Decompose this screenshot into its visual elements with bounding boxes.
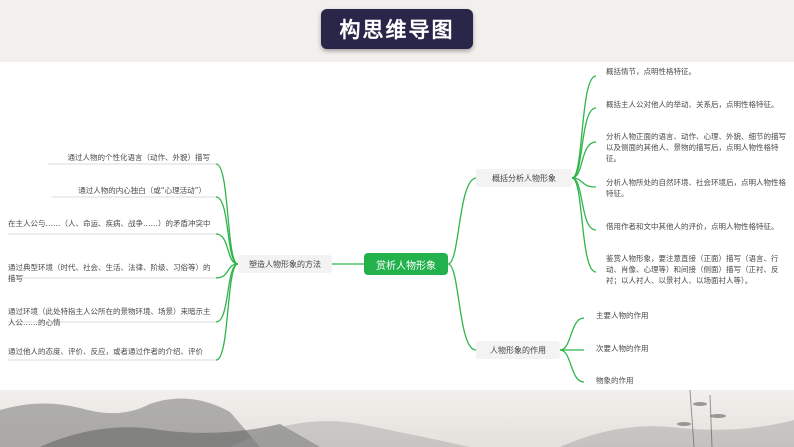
connector-left-1 xyxy=(215,163,239,265)
connector-rt-1 xyxy=(571,75,597,179)
left-item-6[interactable]: 通过他人的态度、评价、反应，或者通过作者的介绍、评价 xyxy=(8,347,203,356)
connector-left-6 xyxy=(215,263,239,361)
connector-rt-3 xyxy=(571,141,597,179)
ink-landscape-decoration xyxy=(0,390,794,447)
connector-center-right-bottom xyxy=(447,263,477,351)
rt-item-4[interactable]: 分析人物所处的自然环境、社会环境后，点明人物性格特征。 xyxy=(606,178,786,198)
center-node[interactable]: 赏析人物形象 xyxy=(364,253,448,275)
rt-item-5[interactable]: 借用作者和文中其他人的评价，点明人物性格特征。 xyxy=(606,222,779,231)
connector-rb-3 xyxy=(559,349,585,383)
left-item-2[interactable]: 通过人物的内心独白（或“心理活动”） xyxy=(78,186,206,195)
rb-item-3[interactable]: 物象的作用 xyxy=(596,376,634,385)
branch-methods[interactable]: 塑造人物形象的方法 xyxy=(238,255,332,273)
branch-role[interactable]: 人物形象的作用 xyxy=(476,341,560,359)
rt-item-3[interactable]: 分析人物正面的语言、动作、心理、外貌、细节的描写以及侧面的其他人、景物的描写后，… xyxy=(606,132,786,163)
left-item-5[interactable]: 通过环境（此处特指主人公所在的景物环境、场景）来暗示主人公……的心情 xyxy=(8,307,211,327)
rb-item-1[interactable]: 主要人物的作用 xyxy=(596,311,649,320)
mindmap-sheet xyxy=(0,62,794,390)
left-item-4[interactable]: 通过典型环境（时代、社会、生活、法律、阶级、习俗等）的描写 xyxy=(8,263,211,283)
connector-left-2 xyxy=(215,196,239,265)
ink-mountains-icon xyxy=(0,390,794,447)
rt-item-1[interactable]: 概括情节，点明性格特征。 xyxy=(606,67,696,76)
title-banner: 构思维导图 xyxy=(321,9,473,49)
rb-item-2[interactable]: 次要人物的作用 xyxy=(596,344,649,353)
rt-item-2[interactable]: 概括主人公对他人的举动、关系后，点明性格特征。 xyxy=(606,100,779,109)
page-title: 构思维导图 xyxy=(339,18,455,42)
branch-analyze[interactable]: 概括分析人物形象 xyxy=(476,169,572,187)
left-item-3[interactable]: 在主人公与……（人、命运、疾病、战争……）的矛盾冲突中 xyxy=(8,219,211,228)
connector-rt-2 xyxy=(571,107,597,179)
connector-left-3 xyxy=(215,233,239,265)
left-item-1[interactable]: 通过人物的个性化语言（动作、外貌）描写 xyxy=(67,153,211,162)
connector-center-right-top xyxy=(447,177,477,265)
connector-rb-1 xyxy=(559,317,585,351)
connector-rt-6 xyxy=(571,177,597,273)
rt-item-6[interactable]: 鉴赏人物形象，要注意直接（正面）描写（语言、行动、肖像、心理等）和间接（侧面）描… xyxy=(606,254,779,285)
connector-rt-5 xyxy=(571,177,597,231)
